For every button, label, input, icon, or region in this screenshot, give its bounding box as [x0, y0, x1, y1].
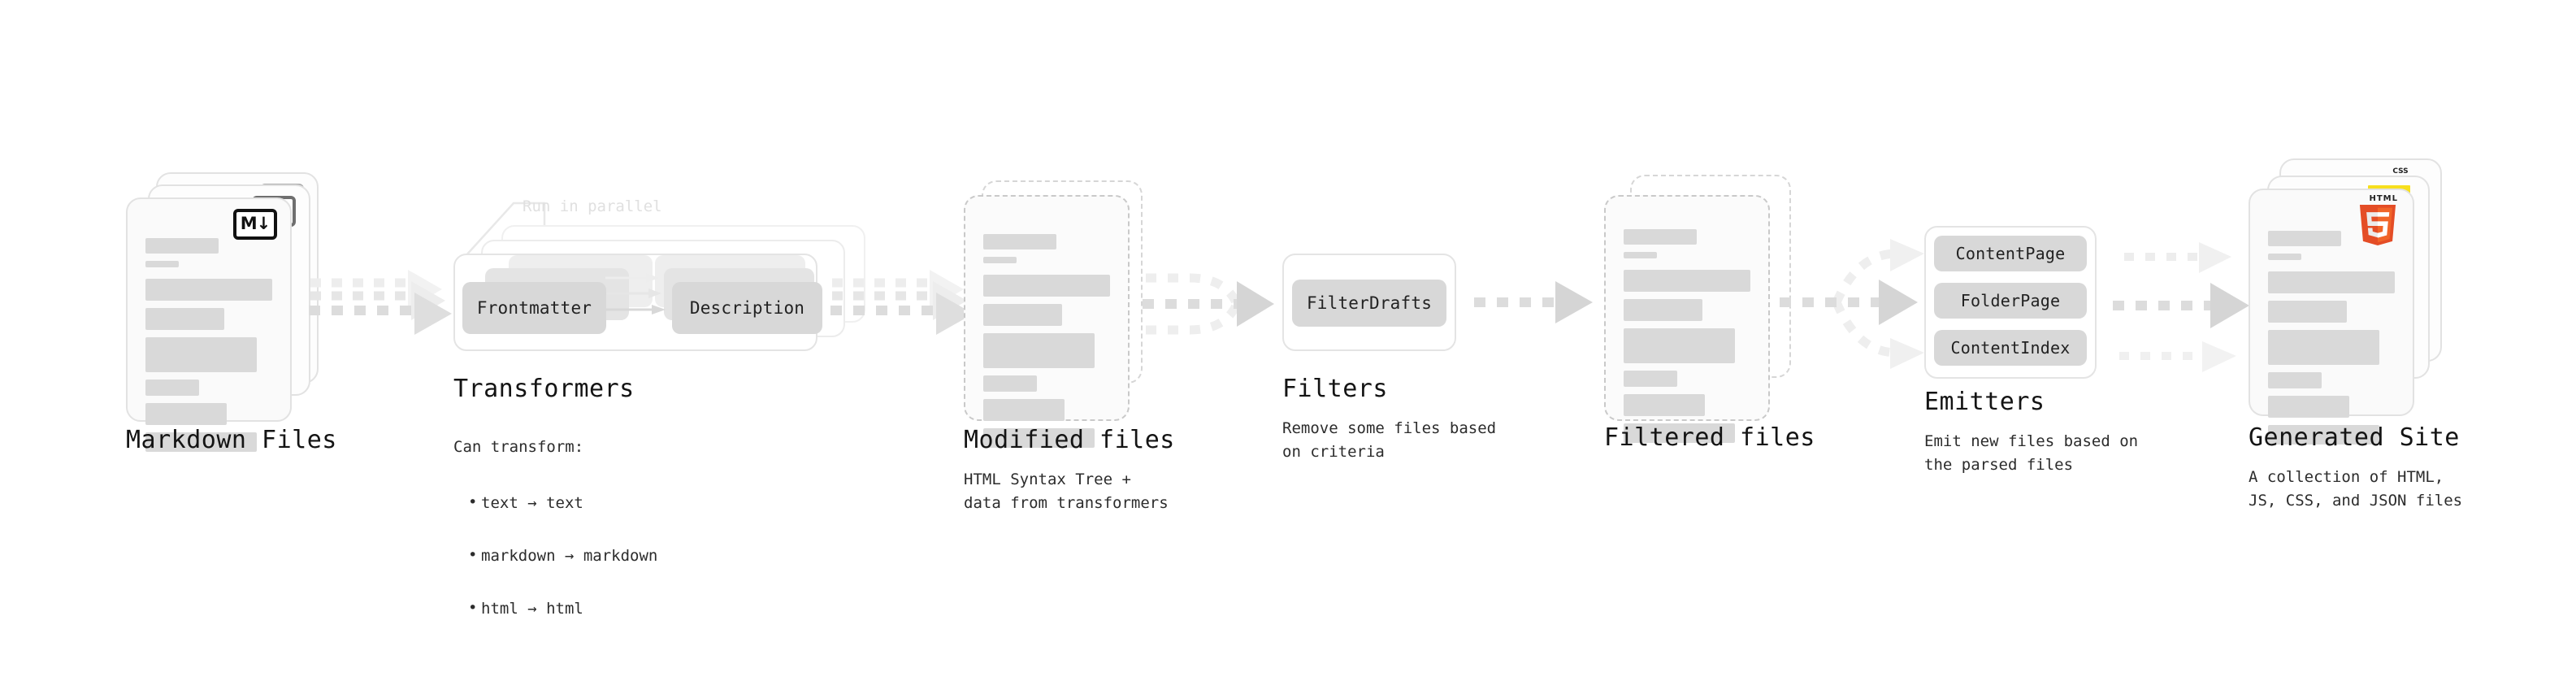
skeleton-line — [1624, 371, 1677, 387]
skeleton-line — [145, 308, 224, 330]
skeleton-line — [145, 279, 272, 301]
chip-label: Description — [689, 298, 805, 318]
stage-subtitle-text: Can transform: — [453, 438, 584, 457]
skeleton-line — [983, 428, 1095, 448]
arrow-filtered-files-to-emitters — [1780, 239, 1924, 369]
transform-bullet-list: text → text markdown → markdown html → h… — [453, 463, 778, 645]
markdown-doc-skeleton — [145, 238, 272, 459]
transformer-chip-description[interactable]: Description — [672, 282, 822, 334]
skeleton-line — [2268, 396, 2349, 418]
arrow-markdown-to-transformers — [309, 270, 452, 335]
filtered-doc-front — [1604, 195, 1770, 443]
arrow-filters-to-filtered-files — [1474, 281, 1593, 323]
list-item: html → html — [468, 596, 778, 621]
chip-label: ContentPage — [1955, 244, 2066, 263]
skeleton-line — [983, 234, 1057, 249]
skeleton-line — [983, 304, 1062, 326]
skeleton-line — [1624, 328, 1736, 363]
stage-subtitle: HTML Syntax Tree + data from transformer… — [964, 471, 1169, 513]
arrow-transformers-to-modified-files — [830, 270, 974, 335]
skeleton-line — [2268, 231, 2342, 246]
skeleton-line — [983, 257, 1017, 263]
list-item: markdown → markdown — [468, 544, 778, 568]
stage-subtitle: Remove some files based on criteria — [1282, 419, 1497, 462]
skeleton-line — [2268, 301, 2347, 323]
skeleton-line — [145, 380, 199, 396]
stage-title: Transformers — [453, 375, 635, 403]
skeleton-line — [145, 432, 258, 452]
skeleton-line — [1624, 252, 1657, 258]
css-icon-label: CSS — [2392, 167, 2409, 176]
skeleton-line — [983, 399, 1065, 421]
emitter-chip-contentpage[interactable]: ContentPage — [1934, 236, 2087, 271]
caption-filtered-files: Filtered files — [1604, 424, 1929, 451]
skeleton-line — [983, 375, 1037, 392]
caption-modified-files: Modified files HTML Syntax Tree + data f… — [964, 427, 1289, 516]
markdown-icon-glyph: M↓ — [240, 213, 271, 233]
caption-generated-site: Generated Site A collection of HTML, JS,… — [2249, 424, 2574, 514]
markdown-doc-front: M↓ — [126, 197, 292, 452]
filter-chip-filterdrafts[interactable]: FilterDrafts — [1292, 280, 1446, 327]
modified-doc-skeleton — [983, 234, 1110, 455]
caption-transformers: Transformers Can transform: text → text … — [453, 375, 778, 669]
stage-title: Modified files — [964, 426, 1175, 454]
arrow-emitters-to-generated-site — [2113, 242, 2249, 372]
stage-title: Filters — [1282, 375, 1388, 403]
skeleton-line — [983, 275, 1110, 297]
stage-subtitle: A collection of HTML, JS, CSS, and JSON … — [2249, 468, 2463, 510]
chip-label: FolderPage — [1960, 291, 2061, 310]
skeleton-line — [1624, 270, 1750, 292]
stage-title: Generated Site — [2249, 423, 2460, 452]
skeleton-line — [1624, 229, 1698, 245]
caption-filters: Filters Remove some files based on crite… — [1282, 375, 1607, 465]
emitter-chip-contentindex[interactable]: ContentIndex — [1934, 330, 2087, 366]
stage-subtitle: Can transform: text → text markdown → ma… — [453, 412, 778, 669]
modified-doc-front — [964, 195, 1130, 448]
skeleton-line — [1624, 394, 1705, 416]
run-in-parallel-label: Run in parallel — [523, 197, 662, 215]
markdown-icon: M↓ — [233, 209, 277, 240]
skeleton-line — [2268, 330, 2380, 365]
caption-emitters: Emitters Emit new files based on the par… — [1924, 388, 2266, 478]
caption-markdown-files: Markdown Files — [126, 427, 475, 453]
skeleton-line — [145, 238, 219, 254]
html5-icon — [2359, 205, 2396, 245]
skeleton-line — [145, 403, 227, 425]
list-item: text → text — [468, 491, 778, 515]
stage-title: Emitters — [1924, 388, 2045, 416]
skeleton-line — [1624, 299, 1702, 321]
generated-doc-front: HTML — [2249, 189, 2414, 445]
chip-label: Frontmatter — [476, 298, 592, 318]
skeleton-line — [2268, 372, 2322, 388]
skeleton-line — [145, 261, 179, 267]
arrow-modified-files-to-filters — [1143, 273, 1274, 335]
skeleton-line — [1624, 423, 1736, 443]
skeleton-line — [983, 333, 1095, 368]
stage-subtitle: Emit new files based on the parsed files — [1924, 432, 2139, 475]
filtered-doc-skeleton — [1624, 229, 1750, 450]
generated-doc-skeleton — [2268, 231, 2395, 452]
skeleton-line — [2268, 254, 2301, 260]
transformer-inner-arrows — [605, 273, 666, 314]
emitter-chip-folderpage[interactable]: FolderPage — [1934, 283, 2087, 319]
stage-title: Markdown Files — [126, 426, 337, 454]
stage-title: Filtered files — [1604, 423, 1815, 452]
skeleton-line — [145, 337, 258, 372]
chip-label: FilterDrafts — [1306, 293, 1433, 313]
transformer-chip-frontmatter[interactable]: Frontmatter — [462, 282, 606, 334]
html5-icon-label: HTML — [2369, 194, 2398, 203]
chip-label: ContentIndex — [1950, 338, 2071, 358]
skeleton-line — [2268, 425, 2380, 445]
skeleton-line — [2268, 271, 2395, 293]
